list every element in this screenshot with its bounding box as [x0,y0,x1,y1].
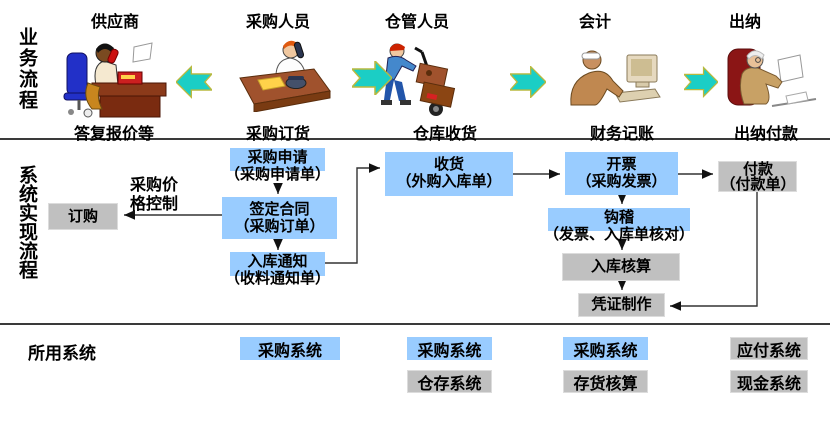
systems-used-label: 所用系统 [28,344,96,363]
system-box-purchase-1: 采购系统 [240,337,340,360]
action-label-cashier: 出纳付款 [733,126,798,143]
action-label-purchaser: 采购订货 [245,126,310,143]
inbound-accounting-label: 入库核算 [590,258,651,275]
role-label-cashier: 出纳 [728,14,761,31]
role-label-accountant: 会计 [578,14,611,31]
receive-goods-label: 收货 （外购入库单） [396,156,502,190]
purchaser-icon [238,36,333,117]
section-label-system-flow: 系统实现流程 [16,165,37,279]
role-label-warehouse: 仓管人员 [384,14,449,31]
flow-arrow-right-icon [682,66,719,103]
action-label-warehouse: 仓库收货 [412,126,477,143]
system-box-purchase-3: 采购系统 [563,337,648,360]
divider-bottom [0,323,830,325]
sign-contract-label: 签定合同 （采购订单） [234,201,325,235]
reconcile-label: 钩稽 （发票、入库单核对） [543,209,694,243]
role-label-purchaser: 采购人员 [245,14,310,31]
system-box-purchase-2: 采购系统 [407,337,492,360]
system-box-warehouse: 仓存系统 [407,370,492,393]
invoice-box [565,152,678,195]
accountant-icon [565,47,665,120]
flow-arrow-left-icon [175,65,214,104]
inbound-notice-label: 入库通知 （收料通知单） [224,253,330,287]
divider-top [0,138,830,140]
sign-contract-box [222,197,337,239]
price-control-label: 采购价 格控制 [130,177,179,213]
warehouse-worker-icon [372,38,464,123]
receive-goods-box [385,152,513,196]
supplier-icon [58,33,170,124]
order-box [48,203,118,230]
section-label-business-flow: 业务流程 [16,27,37,111]
flow-arrow-right-icon [508,65,547,103]
voucher-box [578,293,665,317]
voucher-label: 凭证制作 [591,296,652,313]
action-label-supplier: 答复报价等 [73,126,154,143]
inbound-notice-box [230,252,325,276]
role-label-supplier: 供应商 [90,14,139,31]
invoice-label: 开票 （采购发票） [576,156,667,190]
purchase-request-label: 采购申请 （采购申请单） [224,149,330,183]
purchase-request-box [230,148,325,171]
order-box-label: 订购 [67,208,98,225]
cashier-icon [712,44,820,121]
payment-box [718,161,797,192]
system-box-cash: 现金系统 [730,370,808,393]
system-box-inventory-accounting: 存货核算 [563,370,648,393]
reconcile-box [548,208,690,231]
action-label-accountant: 财务记账 [589,126,654,143]
payment-label: 付款 （付款单） [720,161,796,193]
flow-arrow-right-icon [350,59,394,100]
system-box-payables: 应付系统 [730,337,808,360]
